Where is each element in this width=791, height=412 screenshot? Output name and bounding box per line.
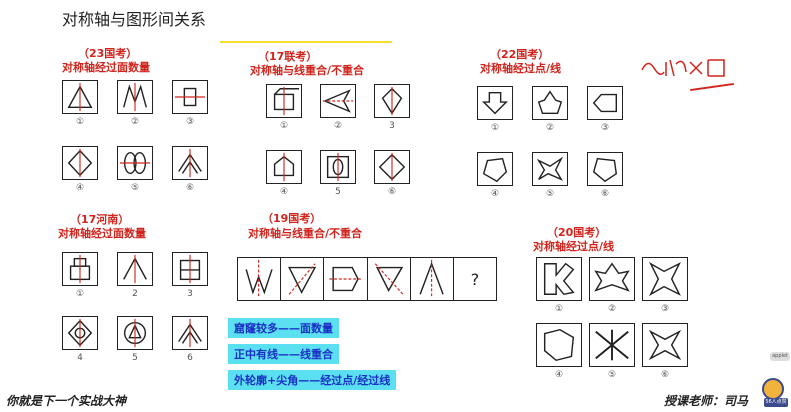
figure-17lk-4 (266, 150, 302, 184)
label-22-6: ⑥ (600, 189, 610, 199)
figure-17hn-5 (117, 316, 153, 350)
figure-17lk-3 (374, 84, 410, 118)
figure-17hn-2 (117, 252, 153, 286)
section-22-exam: （22国考） (490, 48, 550, 61)
section-17hn-exam: （17河南） (70, 213, 130, 226)
figure-23-4 (62, 146, 98, 180)
label-22-3: ③ (600, 123, 610, 133)
label-20-4: ④ (554, 370, 564, 380)
figure-22-6 (587, 152, 623, 186)
figure-17lk-1 (266, 84, 302, 118)
section-17hn-topic: 对称轴经过面数量 (58, 227, 146, 240)
label-22-5: ⑤ (545, 189, 555, 199)
figure-23-3 (172, 80, 208, 114)
section-23-exam: （23国考） (78, 47, 138, 60)
label-20-3: ③ (660, 304, 670, 314)
figure-17hn-6 (172, 316, 208, 350)
figure-20-2 (589, 257, 635, 301)
page-title: 对称轴与图形间关系 (62, 10, 207, 29)
figure-23-1 (62, 80, 98, 114)
question-mark: ? (470, 269, 480, 289)
label-17lk-4: ④ (279, 187, 289, 197)
figure-20-1 (536, 257, 582, 301)
label-17hn-3: 3 (187, 289, 193, 299)
rule-2: 正中有线——线重合 (228, 344, 339, 364)
figure-22-2 (532, 86, 568, 120)
rule-1: 窟窿较多——面数量 (228, 318, 339, 338)
figure-22-4 (477, 152, 513, 186)
label-23-1: ① (75, 117, 85, 127)
label-17lk-6: ⑥ (387, 187, 397, 197)
figure-23-6 (172, 146, 208, 180)
figure-23-2 (117, 80, 153, 114)
label-17hn-6: 6 (187, 353, 193, 363)
figure-22-5 (532, 152, 568, 186)
label-20-1: ① (554, 304, 564, 314)
rule-3: 外轮廓+尖角——经过点/经过线 (228, 370, 397, 390)
figure-20-4 (536, 323, 582, 367)
section-19-sequence: ? (237, 257, 497, 301)
section-23-topic: 对称轴经过面数量 (62, 61, 150, 74)
label-17lk-5: 5 (335, 187, 341, 197)
like-count-badge: 56人点赞 (764, 398, 788, 407)
figure-20-6 (642, 323, 688, 367)
label-23-5: ⑤ (130, 183, 140, 193)
label-23-2: ② (130, 117, 140, 127)
section-20-topic: 对称轴经过点/线 (533, 240, 615, 253)
label-22-4: ④ (490, 189, 500, 199)
label-22-2: ② (545, 123, 555, 133)
figure-22-3 (587, 86, 623, 120)
label-17lk-1: ① (279, 121, 289, 131)
figure-20-3 (642, 257, 688, 301)
footer-teacher: 授课老师：司马 (664, 394, 749, 408)
label-23-6: ⑥ (185, 183, 195, 193)
section-19-topic: 对称轴与线重合/不重合 (248, 227, 363, 240)
figure-19-question: ? (454, 258, 496, 300)
section-17lk-topic: 对称轴与线重合/不重合 (250, 64, 365, 77)
section-20-exam: （20国考） (547, 226, 607, 239)
figure-23-5 (117, 146, 153, 180)
figure-20-5 (589, 323, 635, 367)
figure-17lk-6 (374, 150, 410, 184)
section-17lk-exam: （17联考） (258, 50, 318, 63)
label-23-4: ④ (75, 183, 85, 193)
figure-17hn-1 (62, 252, 98, 286)
figure-19-2 (281, 258, 325, 300)
label-17hn-1: ① (75, 289, 85, 299)
label-20-6: ⑥ (660, 370, 670, 380)
figure-17lk-5 (320, 150, 356, 184)
label-20-5: ⑤ (607, 370, 617, 380)
figure-17lk-2 (320, 84, 356, 118)
label-23-3: ③ (185, 117, 195, 127)
figure-17hn-4 (62, 316, 98, 350)
figure-22-1 (477, 86, 513, 120)
avatar[interactable] (762, 378, 784, 400)
figure-19-1 (238, 258, 282, 300)
figure-19-5 (411, 258, 454, 300)
highlight-underline (220, 41, 392, 43)
label-17hn-2: 2 (132, 289, 138, 299)
label-17hn-5: 5 (132, 353, 138, 363)
handwritten-note (640, 52, 730, 86)
figure-19-3 (324, 258, 368, 300)
label-17hn-4: 4 (77, 353, 83, 363)
section-19-exam: （19国考） (262, 212, 322, 225)
label-17lk-2: ② (333, 121, 343, 131)
figure-17hn-3 (172, 252, 208, 286)
figure-19-4 (368, 258, 411, 300)
label-17lk-3: 3 (389, 121, 395, 131)
label-20-2: ② (607, 304, 617, 314)
section-22-topic: 对称轴经过点/线 (480, 62, 562, 75)
applet-button[interactable]: applet (770, 352, 790, 361)
label-22-1: ① (490, 123, 500, 133)
footer-slogan: 你就是下一个实战大神 (6, 394, 127, 408)
